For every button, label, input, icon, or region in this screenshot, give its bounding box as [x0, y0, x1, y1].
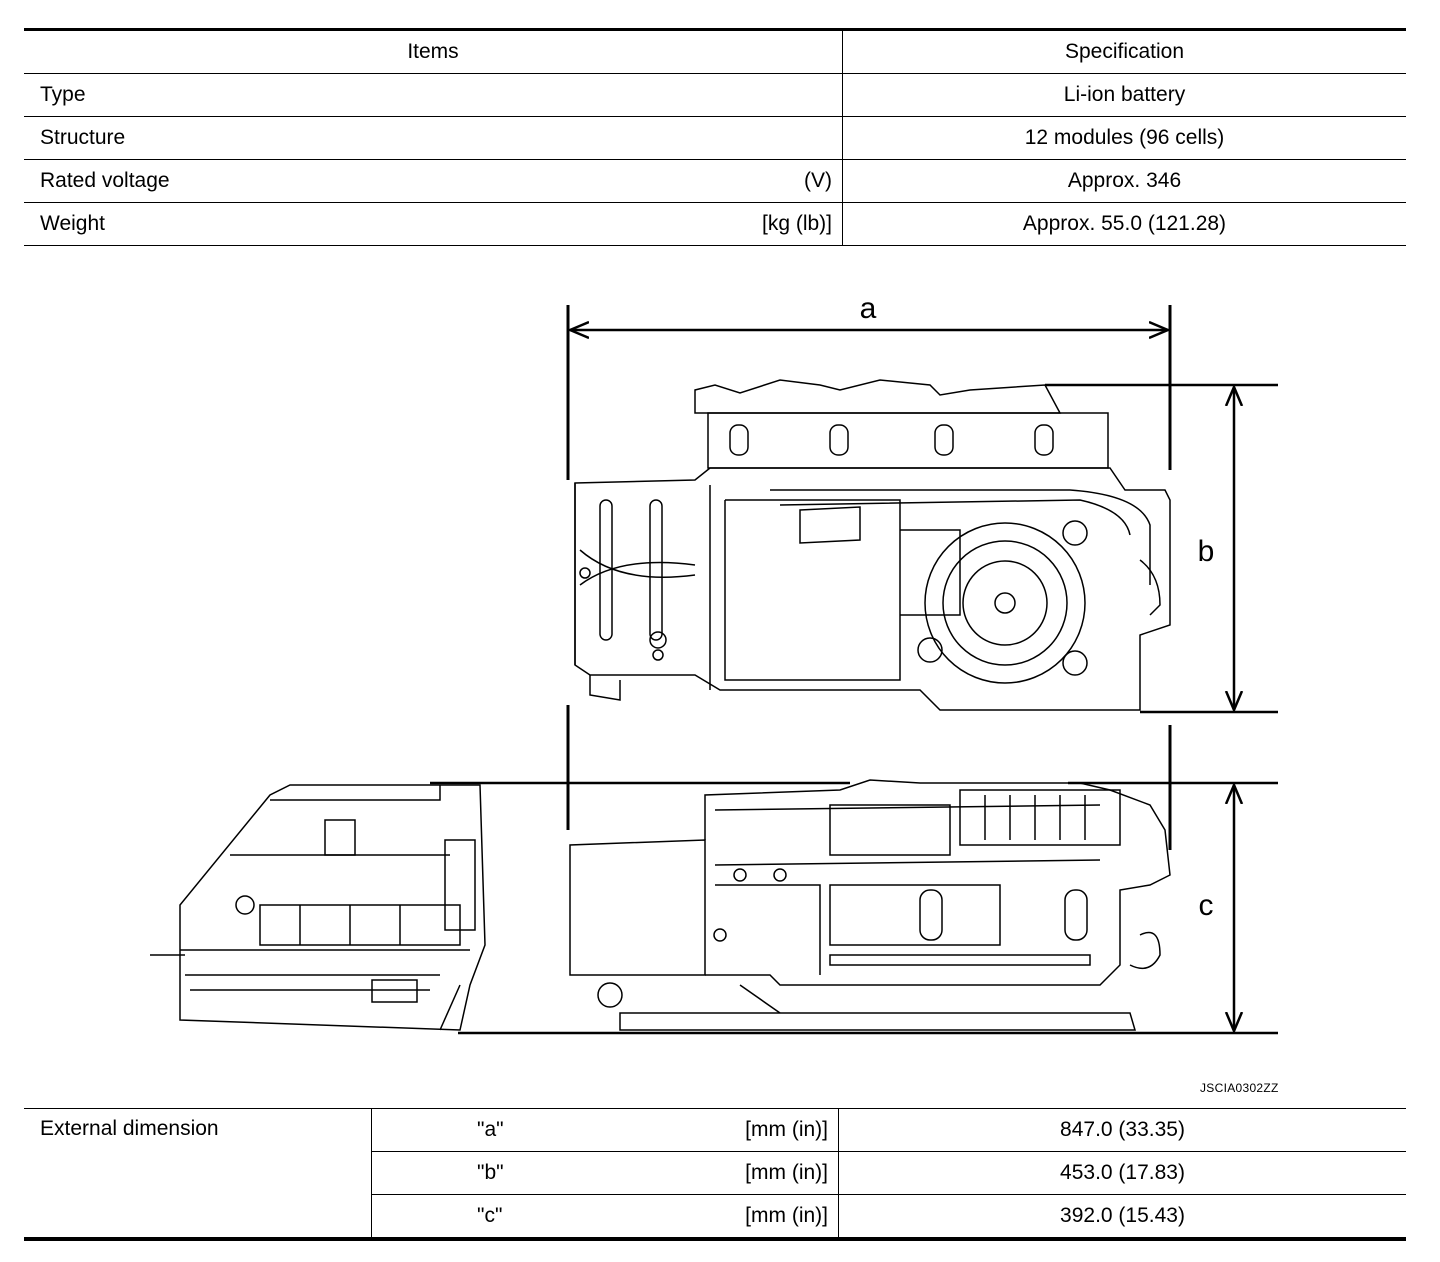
- dimension-key: "a": [477, 1118, 504, 1141]
- item-value: Approx. 55.0 (121.28): [1022, 212, 1227, 235]
- top-view: [574, 379, 1171, 711]
- item-label: Weight: [40, 212, 105, 235]
- item-label: Type: [40, 83, 86, 106]
- front-view: [569, 779, 1171, 1031]
- dimension-key: "c": [477, 1204, 503, 1227]
- battery-dimension-figure: a b c: [140, 285, 1290, 1035]
- table-row: "b" [mm (in)] 453.0 (17.83): [24, 1151, 1406, 1195]
- item-label: Rated voltage: [40, 169, 170, 192]
- dimension-label-a: a: [860, 292, 877, 325]
- dimension-label-b: b: [1198, 535, 1215, 568]
- table-row: Rated voltage (V) Approx. 346: [24, 159, 1406, 203]
- table-row: External dimension "a" [mm (in)] 847.0 (3…: [24, 1108, 1406, 1239]
- table-row: "c" [mm (in)] 392.0 (15.43): [24, 1194, 1406, 1239]
- table-header-row: Items Specification: [24, 29, 1406, 74]
- dimension-unit: [mm (in)]: [745, 1161, 828, 1184]
- dimension-unit: [mm (in)]: [745, 1118, 828, 1141]
- item-value: 12 modules (96 cells): [1024, 126, 1225, 149]
- item-value: Li-ion battery: [1063, 83, 1186, 106]
- dimension-value: 453.0 (17.83): [1060, 1161, 1185, 1184]
- dimension-label-c: c: [1199, 889, 1214, 922]
- item-unit: [kg (lb)]: [761, 212, 832, 235]
- dimension-label: External dimension: [24, 1108, 372, 1239]
- dimension-key: "b": [477, 1161, 504, 1184]
- table-row: Type Li-ion battery: [24, 73, 1406, 117]
- side-view: [150, 784, 486, 1031]
- table-row: Weight [kg (lb)] Approx. 55.0 (121.28): [24, 202, 1406, 246]
- external-dimension-table: External dimension "a" [mm (in)] 847.0 (3…: [24, 1108, 1406, 1241]
- item-label: Structure: [40, 126, 126, 149]
- item-unit: (V): [804, 169, 832, 192]
- specification-table: Items Specification Type Li-ion battery …: [24, 28, 1406, 246]
- dimension-value: 392.0 (15.43): [1060, 1204, 1185, 1227]
- header-specification: Specification: [1064, 40, 1185, 63]
- table-row: Structure 12 modules (96 cells): [24, 116, 1406, 160]
- item-value: Approx. 346: [1067, 169, 1182, 192]
- dimension-unit: [mm (in)]: [745, 1204, 828, 1227]
- battery-line-drawing: a b c: [150, 292, 1278, 1035]
- dimension-value: 847.0 (33.35): [1060, 1118, 1185, 1141]
- header-items: Items: [24, 29, 843, 74]
- figure-code: JSCIA0302ZZ: [1200, 1081, 1279, 1095]
